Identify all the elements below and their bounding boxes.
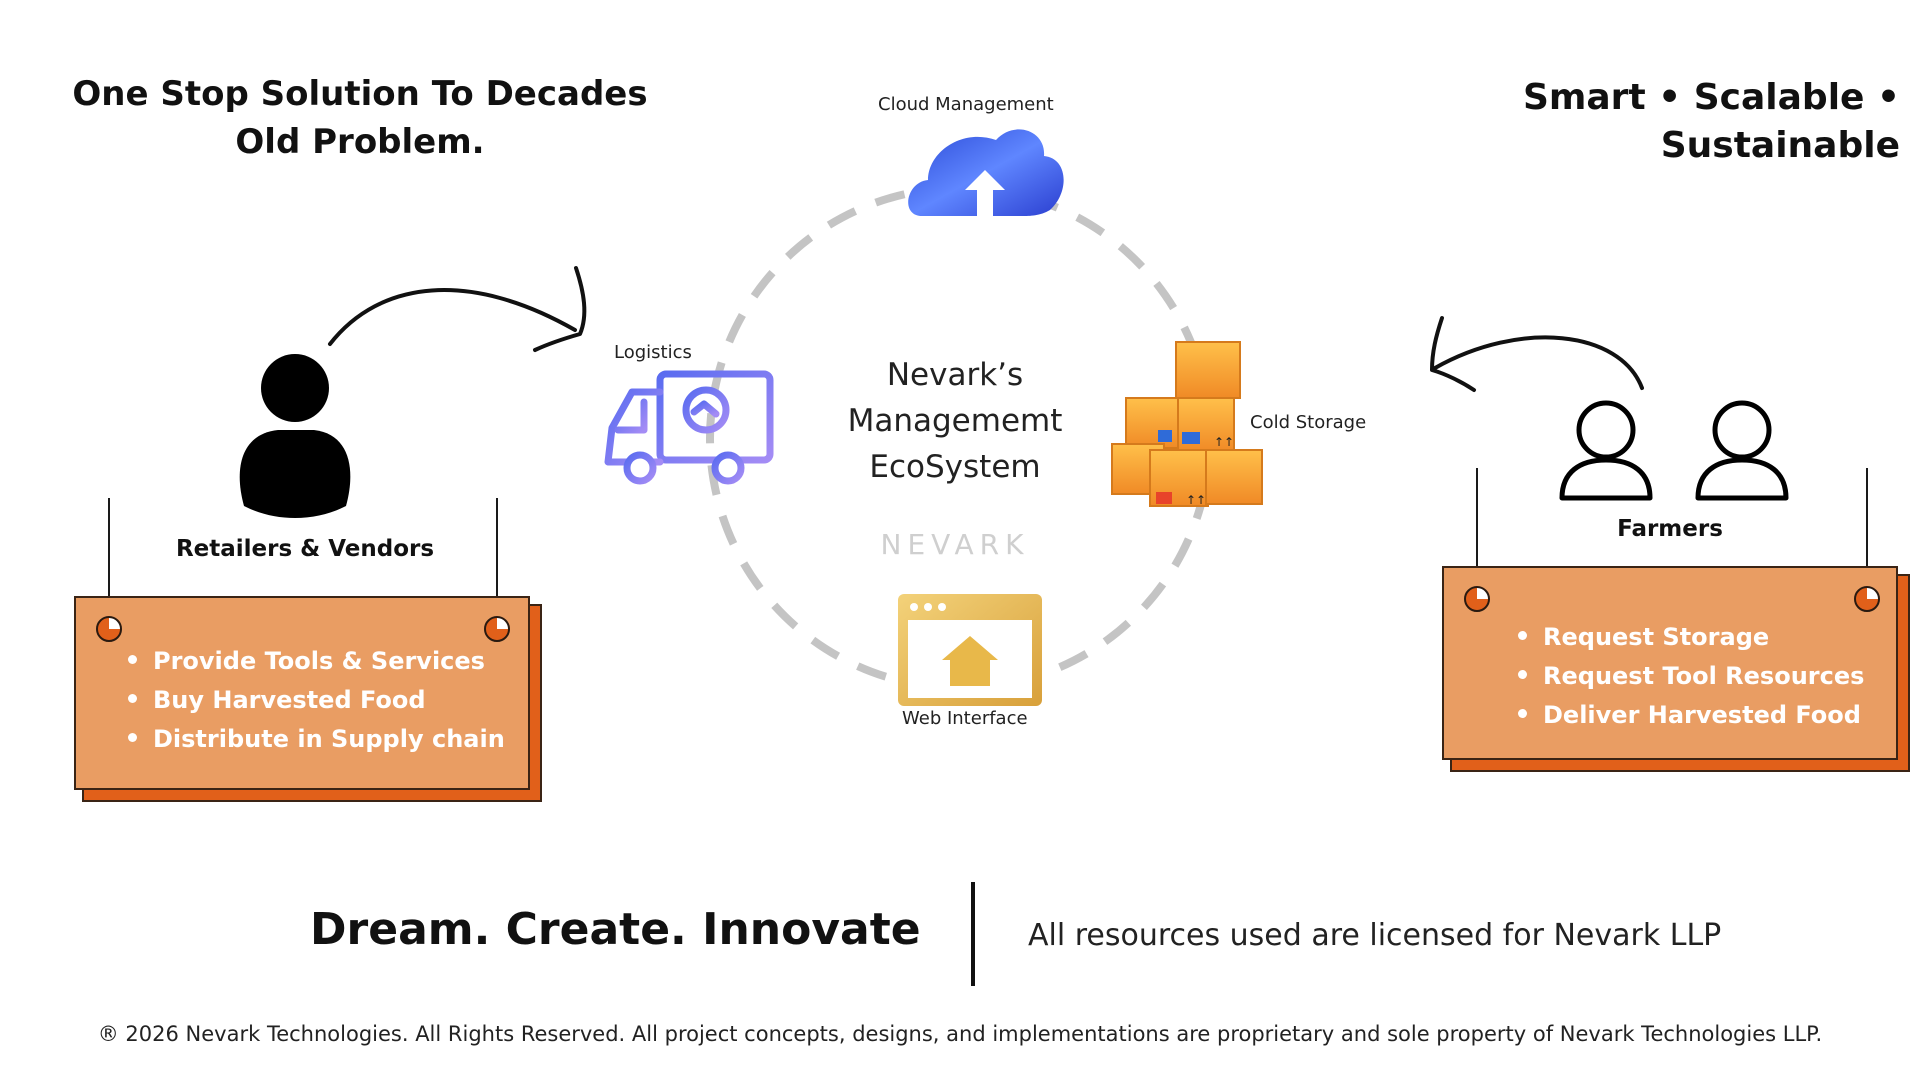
cloud-upload-icon bbox=[908, 129, 1064, 216]
ecosystem-title-line: Nevark’s bbox=[886, 357, 1024, 393]
hanging-string bbox=[108, 498, 110, 628]
list-item: Buy Harvested Food bbox=[128, 681, 505, 720]
list-item: Deliver Harvested Food bbox=[1518, 696, 1864, 735]
list-item: Distribute in Supply chain bbox=[128, 720, 505, 759]
slogan: Dream. Create. Innovate bbox=[310, 904, 921, 955]
license-note: All resources used are licensed for Neva… bbox=[1028, 918, 1722, 953]
ecosystem-title-line: Managememt bbox=[847, 403, 1063, 439]
hanging-string bbox=[1476, 468, 1478, 598]
headline-left: One Stop Solution To Decades Old Problem… bbox=[72, 74, 648, 162]
board-pin bbox=[1854, 586, 1880, 612]
svg-text:↑↑: ↑↑ bbox=[1214, 435, 1234, 449]
logistics-label: Logistics bbox=[614, 342, 692, 363]
retailers-label: Retailers & Vendors bbox=[175, 536, 435, 562]
svg-text:↑↑: ↑↑ bbox=[1186, 493, 1206, 507]
cold-storage-label: Cold Storage bbox=[1250, 412, 1367, 433]
delivery-truck-icon bbox=[604, 370, 794, 485]
headline-right: Smart • Scalable • Sustainable bbox=[1522, 77, 1900, 166]
list-item: Provide Tools & Services bbox=[128, 642, 505, 681]
board-pin bbox=[1464, 586, 1490, 612]
ecosystem-title-line: EcoSystem bbox=[869, 449, 1041, 485]
board-pin bbox=[96, 616, 122, 642]
farmers-board: Request Storage Request Tool Resources D… bbox=[1442, 566, 1898, 760]
hanging-string bbox=[1866, 468, 1868, 598]
people-outline-icon bbox=[1559, 400, 1789, 501]
nevark-watermark: NEVARK bbox=[880, 528, 1030, 561]
vertical-divider bbox=[971, 882, 975, 986]
farmers-arrow bbox=[1430, 316, 1644, 392]
retailers-board: Provide Tools & Services Buy Harvested F… bbox=[74, 596, 530, 790]
farmers-list: Request Storage Request Tool Resources D… bbox=[1518, 618, 1864, 735]
stacked-boxes-icon: ↑↑ ↑↑ bbox=[1111, 341, 1263, 507]
person-icon bbox=[239, 354, 351, 518]
browser-home-icon bbox=[898, 594, 1042, 706]
list-item: Request Storage bbox=[1518, 618, 1864, 657]
retailers-arrow bbox=[328, 266, 587, 352]
web-interface-label: Web Interface bbox=[902, 708, 1028, 729]
retailers-list: Provide Tools & Services Buy Harvested F… bbox=[128, 642, 505, 759]
copyright-footer: ® 2026 Nevark Technologies. All Rights R… bbox=[97, 1022, 1823, 1046]
ecosystem-title: Nevark’s Managememt EcoSystem bbox=[820, 352, 1090, 490]
board-pin bbox=[484, 616, 510, 642]
farmers-label: Farmers bbox=[1617, 516, 1723, 542]
list-item: Request Tool Resources bbox=[1518, 657, 1864, 696]
cloud-management-label: Cloud Management bbox=[878, 94, 1054, 115]
hanging-string bbox=[496, 498, 498, 628]
